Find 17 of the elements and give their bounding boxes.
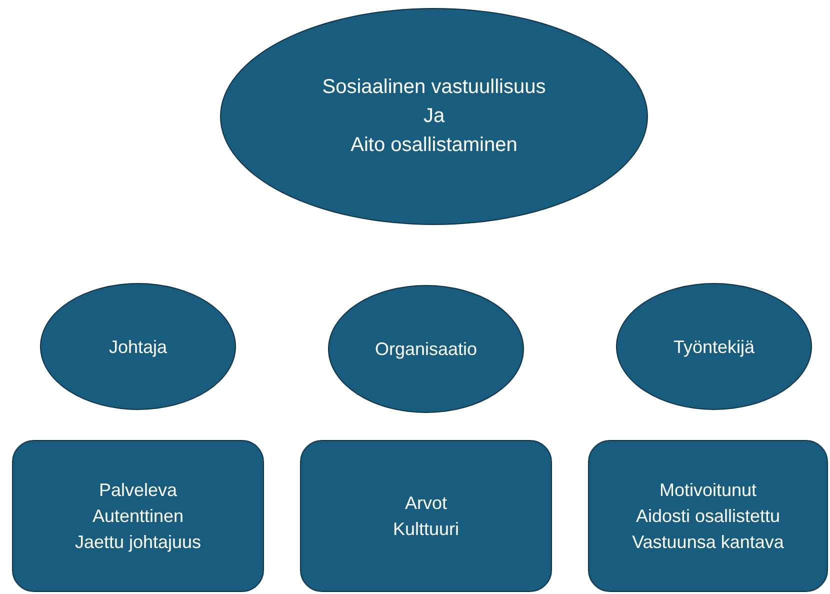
node-text: Autenttinen xyxy=(92,505,184,528)
rounded-box xyxy=(300,440,552,592)
node-text: Johtaja xyxy=(108,336,168,359)
node-text: Motivoitunut xyxy=(659,479,757,502)
rounded-box xyxy=(588,440,828,592)
node-text: Työntekijä xyxy=(673,336,755,359)
node-text: Arvot xyxy=(404,492,447,515)
node-text: Ja xyxy=(423,104,445,129)
node-text: Aito osallistaminen xyxy=(350,133,518,158)
node-text: Sosiaalinen vastuullisuus xyxy=(322,75,546,100)
node-text: Vastuunsa kantava xyxy=(632,531,784,554)
node-text: Organisaatio xyxy=(374,338,478,361)
node-text: Palveleva xyxy=(98,479,178,502)
node-text: Kulttuuri xyxy=(392,518,460,541)
node-text: Aidosti osallistettu xyxy=(636,505,780,528)
rounded-box xyxy=(12,440,264,592)
node-text: Jaettu johtajuus xyxy=(74,531,202,554)
